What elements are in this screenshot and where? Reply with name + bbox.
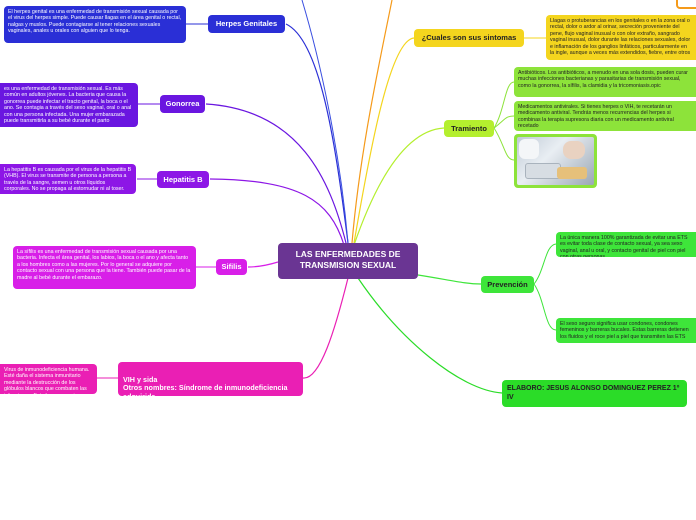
note-hepatitis[interactable]: La hepatitis B es causada por el virus d…	[0, 164, 136, 194]
note-sintomas[interactable]: Llagas o protuberancias en los genitales…	[546, 15, 696, 60]
link-autor	[357, 277, 503, 394]
link-gonorrea	[205, 103, 347, 244]
topic-prevencion-label: Prevención	[487, 280, 528, 289]
medicine-photo-icon[interactable]	[514, 134, 597, 188]
central-topic-label: LAS ENFERMEDADES DE TRANSMISION SEXUAL	[295, 249, 401, 270]
note-vih-text: Virus de inmunodeficiencia humana. Esté …	[4, 367, 90, 394]
topic-hepatitis-label: Hepatitis B	[163, 175, 203, 184]
note-prevencion-2[interactable]: El sexo seguro significa usar condones, …	[556, 318, 696, 343]
note-prevencion-1-text: La única manera 100% garantizada de evit…	[560, 235, 688, 257]
topic-autor-label: ELABORO: JESUS ALONSO DOMINGUEZ PEREZ 1º…	[507, 385, 680, 401]
link-trat-photo	[493, 127, 515, 161]
link-trat-note2	[493, 115, 515, 129]
note-hepatitis-text: La hepatitis B es causada por el virus d…	[4, 167, 132, 193]
topic-sifilis[interactable]: Sifilis	[216, 259, 247, 275]
link-herpes	[285, 23, 349, 244]
note-tratamiento-1-text: Antibióticos. Los antibióticos, a menudo…	[518, 70, 688, 89]
note-tratamiento-2-text: Medicamentos antivirales. Si tienes herp…	[518, 104, 674, 130]
sleeve-shape	[519, 139, 539, 159]
link-sifilis	[247, 261, 279, 268]
corner-topic-icon[interactable]	[676, 0, 696, 9]
topic-sintomas[interactable]: ¿Cuales son sus sintomas	[414, 29, 524, 47]
medicine-photo	[517, 137, 594, 185]
hand-shape	[563, 141, 585, 159]
note-prevencion-2-text: El sexo seguro significa usar condones, …	[560, 321, 689, 340]
topic-prevencion[interactable]: Prevención	[481, 276, 534, 293]
link-top	[301, 0, 349, 244]
note-herpes-text: El herpes genital es una enfermedad de t…	[8, 9, 182, 35]
note-herpes[interactable]: El herpes genital es una enfermedad de t…	[4, 6, 186, 43]
pill-blister-shape	[557, 167, 587, 179]
note-gonorrea[interactable]: es una enfermedad de transmisión sexual.…	[0, 83, 138, 127]
link-hepatitis	[209, 178, 345, 246]
topic-gonorrea[interactable]: Gonorrea	[160, 95, 205, 113]
pill-blister-shape	[525, 163, 561, 179]
note-tratamiento-1[interactable]: Antibióticos. Los antibióticos, a menudo…	[514, 67, 696, 97]
topic-hepatitis[interactable]: Hepatitis B	[157, 171, 209, 188]
topic-autor[interactable]: ELABORO: JESUS ALONSO DOMINGUEZ PEREZ 1º…	[502, 380, 687, 407]
link-trat-note1	[493, 81, 515, 129]
note-vih[interactable]: Virus de inmunodeficiencia humana. Esté …	[0, 364, 97, 394]
topic-vih-label: VIH y sida Otros nombres: Síndrome de in…	[123, 374, 288, 396]
note-gonorrea-text: es una enfermedad de transmisión sexual.…	[4, 86, 132, 125]
link-sintomas	[353, 37, 415, 244]
topic-herpes-label: Herpes Genitales	[215, 19, 278, 28]
topic-sintomas-label: ¿Cuales son sus sintomas	[421, 33, 517, 42]
central-topic[interactable]: LAS ENFERMEDADES DE TRANSMISION SEXUAL	[278, 243, 418, 279]
topic-sifilis-label: Sifilis	[221, 262, 242, 271]
topic-vih[interactable]: VIH y sida Otros nombres: Síndrome de in…	[118, 362, 303, 396]
topic-herpes[interactable]: Herpes Genitales	[208, 15, 285, 33]
link-corner	[351, 0, 393, 244]
note-sifilis-text: La sífilis es una enfermedad de transmis…	[17, 249, 191, 281]
topic-gonorrea-label: Gonorrea	[165, 99, 200, 108]
note-prevencion-1[interactable]: La única manera 100% garantizada de evit…	[556, 232, 696, 257]
link-tratamiento	[353, 127, 445, 246]
link-prev-note1	[533, 243, 557, 285]
topic-tratamiento-label: Tramiento	[451, 124, 487, 133]
link-vih	[302, 277, 349, 379]
topic-tratamiento[interactable]: Tramiento	[444, 120, 494, 137]
note-sifilis[interactable]: La sífilis es una enfermedad de transmis…	[13, 246, 196, 289]
link-prev-note2	[533, 283, 557, 331]
link-prevencion	[417, 274, 482, 285]
note-tratamiento-2[interactable]: Medicamentos antivirales. Si tienes herp…	[514, 101, 696, 131]
note-sintomas-text: Llagas o protuberancias en los genitales…	[550, 18, 691, 57]
